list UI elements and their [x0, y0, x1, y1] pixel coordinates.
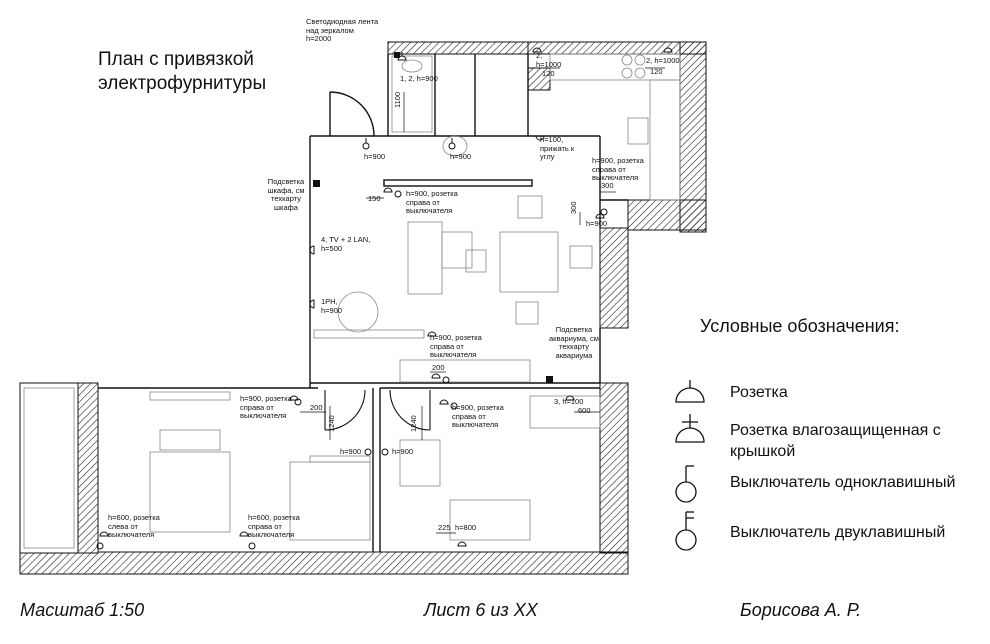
note-kitchen-right: 2, h=1000: [646, 56, 680, 65]
furniture: [23, 53, 681, 549]
led-strip-marker: [394, 52, 400, 58]
socket-symbol: [431, 373, 441, 379]
legend-label-single-switch: Выключатель одноклавишный: [730, 474, 956, 491]
note-switch-left: h=900: [340, 447, 362, 456]
note-kitchen-dim-300a: 300: [601, 181, 614, 190]
single-switch-icon: [675, 465, 697, 503]
note-hall-socket: h=900, розетка справа от выключателя: [406, 189, 458, 215]
note-bedroom-socket-left: h=900, розетка справа от выключателя: [240, 394, 292, 420]
switch-symbol: [394, 190, 402, 198]
note-kitchen-right-dim: 120: [650, 67, 663, 76]
plan-title-line1: План с привязкой: [98, 49, 254, 70]
legend-item-single-switch: Выключатель одноклавишный: [670, 462, 980, 503]
legend-label-waterproof-socket: Розетка влагозащищенная с крышкой: [730, 422, 941, 460]
socket-symbol: [535, 135, 545, 141]
note-h800: h=800: [455, 523, 477, 532]
switch-symbol: [600, 208, 608, 216]
note-socket-3: 3, h=100: [554, 397, 584, 406]
note-bath-dim: 1100: [393, 91, 402, 108]
doors: [324, 389, 431, 431]
note-hall-switch-right: h=900: [450, 152, 472, 161]
plan-title: План с привязкой электрофурнитуры: [98, 48, 266, 96]
socket-symbol: [383, 187, 393, 193]
switch-symbol: [362, 138, 370, 150]
switch-symbol: [248, 542, 256, 550]
legend-label-socket: Розетка: [730, 384, 788, 401]
wardrobe-light-marker: [313, 180, 320, 187]
note-socket-3-dim: 600: [578, 406, 591, 415]
legend-item-waterproof-socket: Розетка влагозащищенная с крышкой: [670, 412, 980, 462]
note-kitchen-h900: h=900: [586, 219, 608, 228]
note-tv-socket: 4, TV + 2 LAN, h=500: [321, 235, 371, 253]
socket-symbol: [565, 395, 575, 401]
note-bedroom-h600-mid: h=600, розетка справа от выключателя: [248, 513, 300, 539]
note-living-socket: h=900, розетка справа от выключателя: [430, 333, 482, 359]
note-bedroom-dim-200: 200: [310, 403, 323, 412]
note-corner-socket: h=100, прижать к углу: [540, 135, 575, 161]
switch-symbol: [96, 542, 104, 550]
footer-author: Борисова А. Р.: [740, 600, 861, 620]
socket-symbol: [663, 47, 673, 53]
legend-label-double-switch: Выключатель двуклавишный: [730, 524, 946, 541]
socket-symbol: [289, 395, 299, 401]
socket-symbol: [397, 52, 407, 61]
socket-icon: [675, 380, 705, 403]
note-kitchen-left-dim: 120: [542, 69, 555, 78]
socket-symbol: [532, 47, 542, 53]
note-bath-socket: 1, 2, h=900: [400, 74, 438, 83]
footer-scale: Масштаб 1:50: [20, 600, 145, 620]
socket-symbol: [99, 531, 109, 537]
socket-symbol: [439, 399, 449, 405]
socket-symbol: [239, 531, 249, 537]
legend-item-socket: Розетка: [670, 372, 980, 412]
note-wardrobe-light: Подсветка шкафа, см техкарту шкафа: [267, 177, 305, 212]
switch-symbol: [364, 448, 372, 456]
note-aquarium: Подсветка аквариума, см техкарту аквариу…: [549, 325, 599, 360]
socket-symbol: [309, 299, 315, 309]
switch-symbol: [381, 448, 389, 456]
dimension-lines: [300, 67, 665, 534]
switch-symbol: [450, 402, 458, 410]
note-door-dim-1240a: 1240: [327, 415, 336, 432]
switch-symbol: [448, 138, 456, 150]
note-switch-right: h=900: [392, 447, 414, 456]
plan-title-line2: электрофурнитуры: [98, 73, 267, 94]
note-living-dim-200: 200: [432, 363, 445, 372]
note-ph-socket: 1PH, h=900: [321, 297, 343, 315]
note-room-socket-right: h=900, розетка справа от выключателя: [452, 403, 504, 429]
socket-symbol: [457, 541, 467, 547]
double-switch-icon: [675, 511, 697, 551]
note-kitchen-switch: h=900, розетка справа от выключателя: [592, 156, 644, 182]
note-door-dim-1240b: 1240: [409, 415, 418, 432]
interior-walls: [98, 54, 628, 552]
electrical-symbols: [96, 47, 673, 550]
note-bedroom-h600-left: h=600, розетка слева от выключателя: [108, 513, 160, 539]
socket-symbol: [595, 213, 605, 219]
note-kitchen-left: 2, h=1000: [536, 51, 562, 69]
legend-item-double-switch: Выключатель двуклавишный: [670, 508, 980, 551]
note-hall-dim: 150: [368, 194, 381, 203]
switch-symbol: [442, 376, 450, 384]
footer-sheet: Лист 6 из XX: [424, 600, 538, 620]
note-hall-switch-left: h=900: [364, 152, 386, 161]
note-kitchen-dim-300b: 300: [569, 201, 578, 214]
legend-title: Условные обозначения:: [700, 316, 900, 336]
waterproof-socket-icon: [675, 414, 705, 443]
note-led-strip: Светодиодная лента над зеркалом h=2000: [306, 17, 379, 43]
note-dim-225: 225: [438, 523, 451, 532]
aquarium-light-marker: [546, 376, 553, 383]
exterior-walls: [19, 41, 707, 575]
socket-symbol: [309, 245, 315, 255]
socket-symbol: [427, 331, 437, 337]
